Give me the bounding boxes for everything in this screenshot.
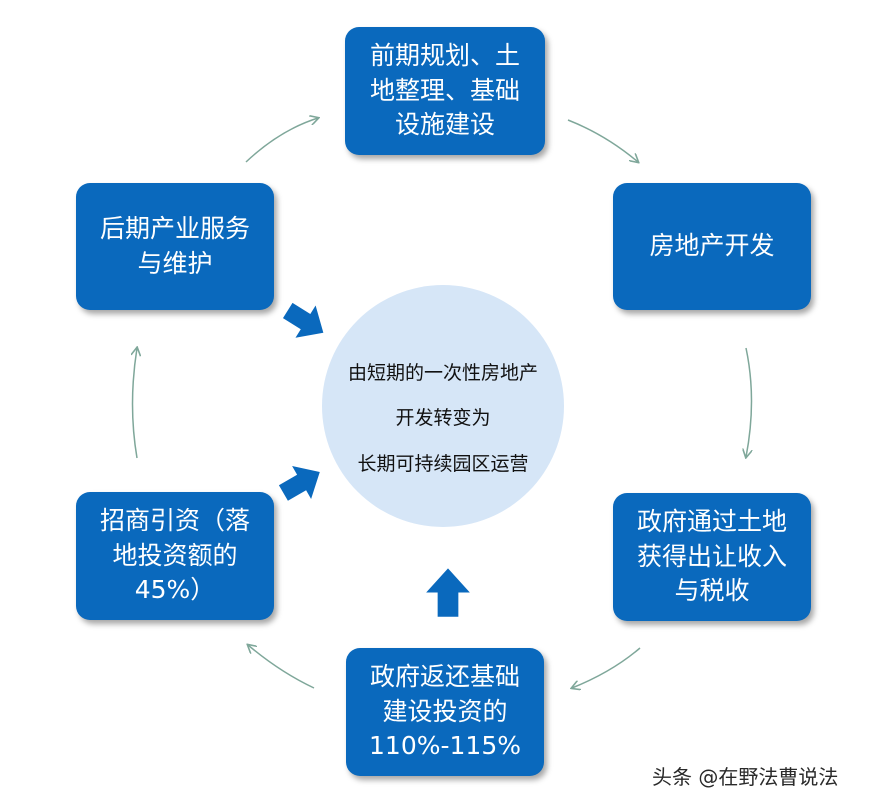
cycle-arrow-left-lower-to-left-upper bbox=[133, 348, 138, 459]
node-right-lower-box: 政府通过土地 获得出让收入 与税收 bbox=[613, 493, 811, 621]
node-right-upper-box: 房地产开发 bbox=[613, 183, 811, 310]
block-arrow-from-bottom bbox=[426, 568, 470, 617]
node-left-upper-box: 后期产业服务 与维护 bbox=[76, 183, 274, 310]
center-circle bbox=[322, 285, 564, 527]
node-left-lower-line3: 45%） bbox=[134, 575, 216, 605]
cycle-arrow-right-upper-to-right-lower bbox=[746, 347, 752, 457]
node-right-lower-line3: 与税收 bbox=[674, 576, 750, 606]
node-bottom-box: 政府返还基础 建设投资的 110%-115% bbox=[346, 648, 544, 776]
block-arrow-from-left-lower bbox=[278, 466, 320, 501]
node-right-upper-line1: 房地产开发 bbox=[649, 231, 775, 261]
node-bottom-line3: 110%-115% bbox=[369, 731, 521, 761]
center-text-line3: 长期可持续园区运营 bbox=[357, 453, 529, 475]
node-left-upper-line2: 与维护 bbox=[137, 248, 213, 278]
node-left-lower-line2: 地投资额的 bbox=[112, 540, 238, 570]
node-top-box: 前期规划、土 地整理、基础 设施建设 bbox=[345, 27, 545, 155]
block-arrow-from-left-upper bbox=[282, 302, 324, 338]
node-top-line1: 前期规划、土 bbox=[369, 41, 520, 71]
center-text-line2: 开发转变为 bbox=[395, 407, 491, 429]
node-bottom-line2: 建设投资的 bbox=[382, 696, 508, 726]
center-text-line1: 由短期的一次性房地产 bbox=[347, 362, 538, 384]
node-bottom-line1: 政府返还基础 bbox=[369, 662, 520, 692]
cycle-arrow-bottom-to-left-lower bbox=[248, 645, 315, 689]
node-right-lower-line1: 政府通过土地 bbox=[636, 507, 787, 537]
node-left-lower-box: 招商引资（落 地投资额的 45%） bbox=[76, 492, 274, 620]
cycle-arrow-right-lower-to-bottom bbox=[572, 647, 641, 688]
node-left-upper-line1: 后期产业服务 bbox=[99, 214, 250, 243]
node-right-lower-line2: 获得出让收入 bbox=[636, 541, 787, 571]
watermark-text: 头条 @在野法曹说法 bbox=[652, 765, 839, 789]
node-top-line2: 地整理、基础 bbox=[369, 75, 520, 105]
node-left-lower-line1: 招商引资（落 bbox=[99, 506, 250, 536]
cycle-arrow-left-upper-to-top bbox=[245, 118, 318, 163]
node-top-line3: 设施建设 bbox=[394, 110, 495, 140]
cycle-arrow-top-to-right-upper bbox=[567, 119, 638, 162]
